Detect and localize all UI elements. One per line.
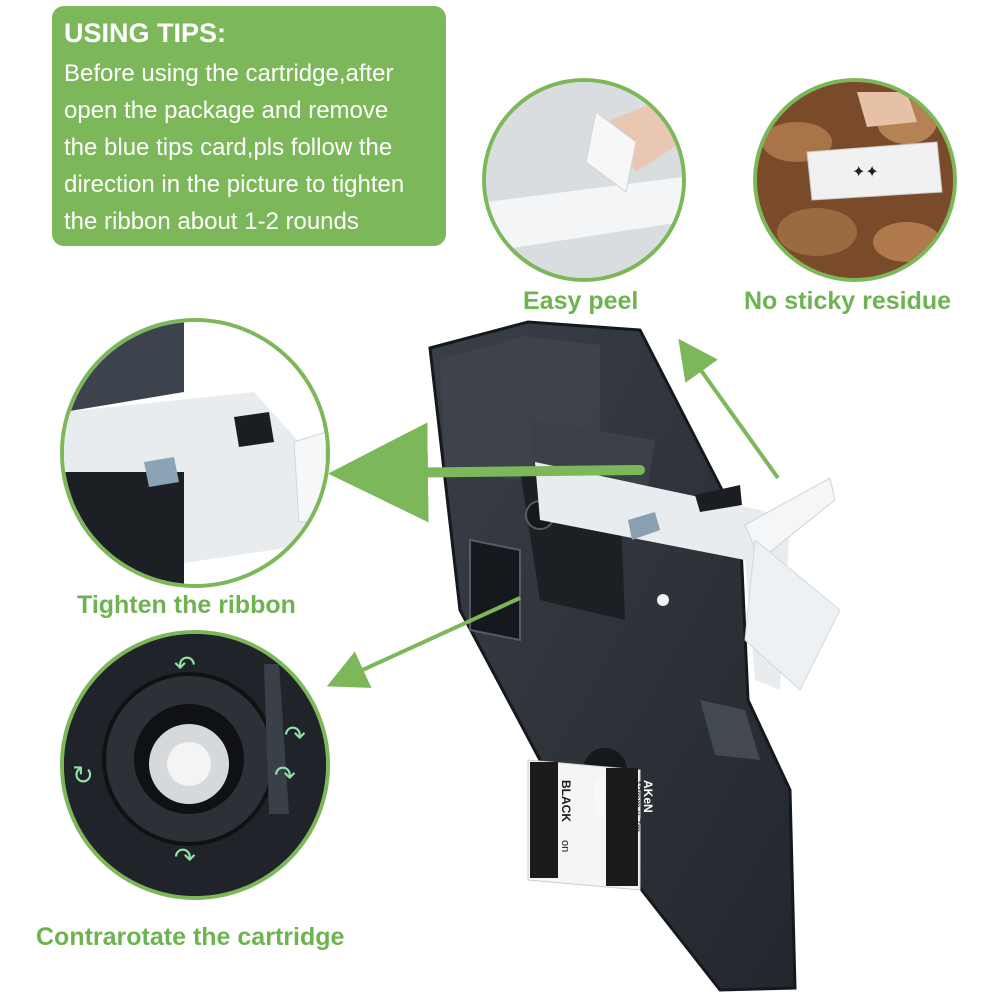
rotate-arrow-icon: ↻ bbox=[72, 761, 94, 791]
tighten-ribbon-photo bbox=[60, 318, 330, 588]
rotate-arrow-icon: ↷ bbox=[284, 721, 306, 751]
label-model-text: A45010 bbox=[615, 780, 629, 822]
rotate-arrow-icon: ↷ bbox=[174, 843, 196, 873]
label-color-text: BLACK bbox=[559, 780, 573, 822]
label-metric-text: 12mm x 7m bbox=[631, 780, 642, 832]
caption-tighten: Tighten the ribbon bbox=[77, 591, 296, 619]
tips-body: Before using the cartridge,after open th… bbox=[64, 55, 434, 240]
caption-contrarotate: Contrarotate the cartridge bbox=[36, 923, 345, 951]
using-tips-box: USING TIPS: Before using the cartridge,a… bbox=[52, 6, 446, 246]
arrow-to-rotate bbox=[326, 596, 521, 688]
tips-line: direction in the picture to tighten bbox=[64, 171, 405, 198]
rotate-arrow-icon: ↷ bbox=[274, 761, 296, 791]
tips-line: the ribbon about 1-2 rounds bbox=[64, 208, 359, 235]
rotate-arrow-icon: ↶ bbox=[174, 651, 196, 681]
label-brand-text: AKeN bbox=[641, 780, 655, 813]
tips-line: Before using the cartridge,after bbox=[64, 60, 394, 87]
tips-line: the blue tips card,pls follow the bbox=[64, 134, 393, 161]
label-text-group: BLACK on CLEAR A45010 1/2" x 23' 12mm x … bbox=[559, 780, 655, 852]
arrow-to-peel bbox=[678, 338, 780, 480]
tips-line: open the package and remove bbox=[64, 97, 389, 124]
caption-no-residue: No sticky residue bbox=[744, 287, 952, 315]
easy-peel-photo bbox=[482, 78, 686, 282]
tips-title: USING TIPS: bbox=[64, 18, 227, 48]
caption-easy-peel: Easy peel bbox=[523, 287, 639, 315]
label-tape-text: CLEAR bbox=[593, 780, 605, 817]
label-tape-cartridge bbox=[428, 320, 841, 992]
label-imperial-text: 1/2" x 23' bbox=[623, 780, 634, 821]
cartridge-side-label bbox=[527, 759, 641, 891]
no-residue-photo: ✦✦ bbox=[753, 78, 957, 282]
label-on-text: on bbox=[559, 840, 571, 852]
arrow-to-tighten bbox=[328, 422, 645, 523]
contrarotate-photo: ↶ ↻ ↷ ↷ ↷ bbox=[60, 630, 330, 900]
svg-text:✦✦: ✦✦ bbox=[852, 164, 879, 181]
